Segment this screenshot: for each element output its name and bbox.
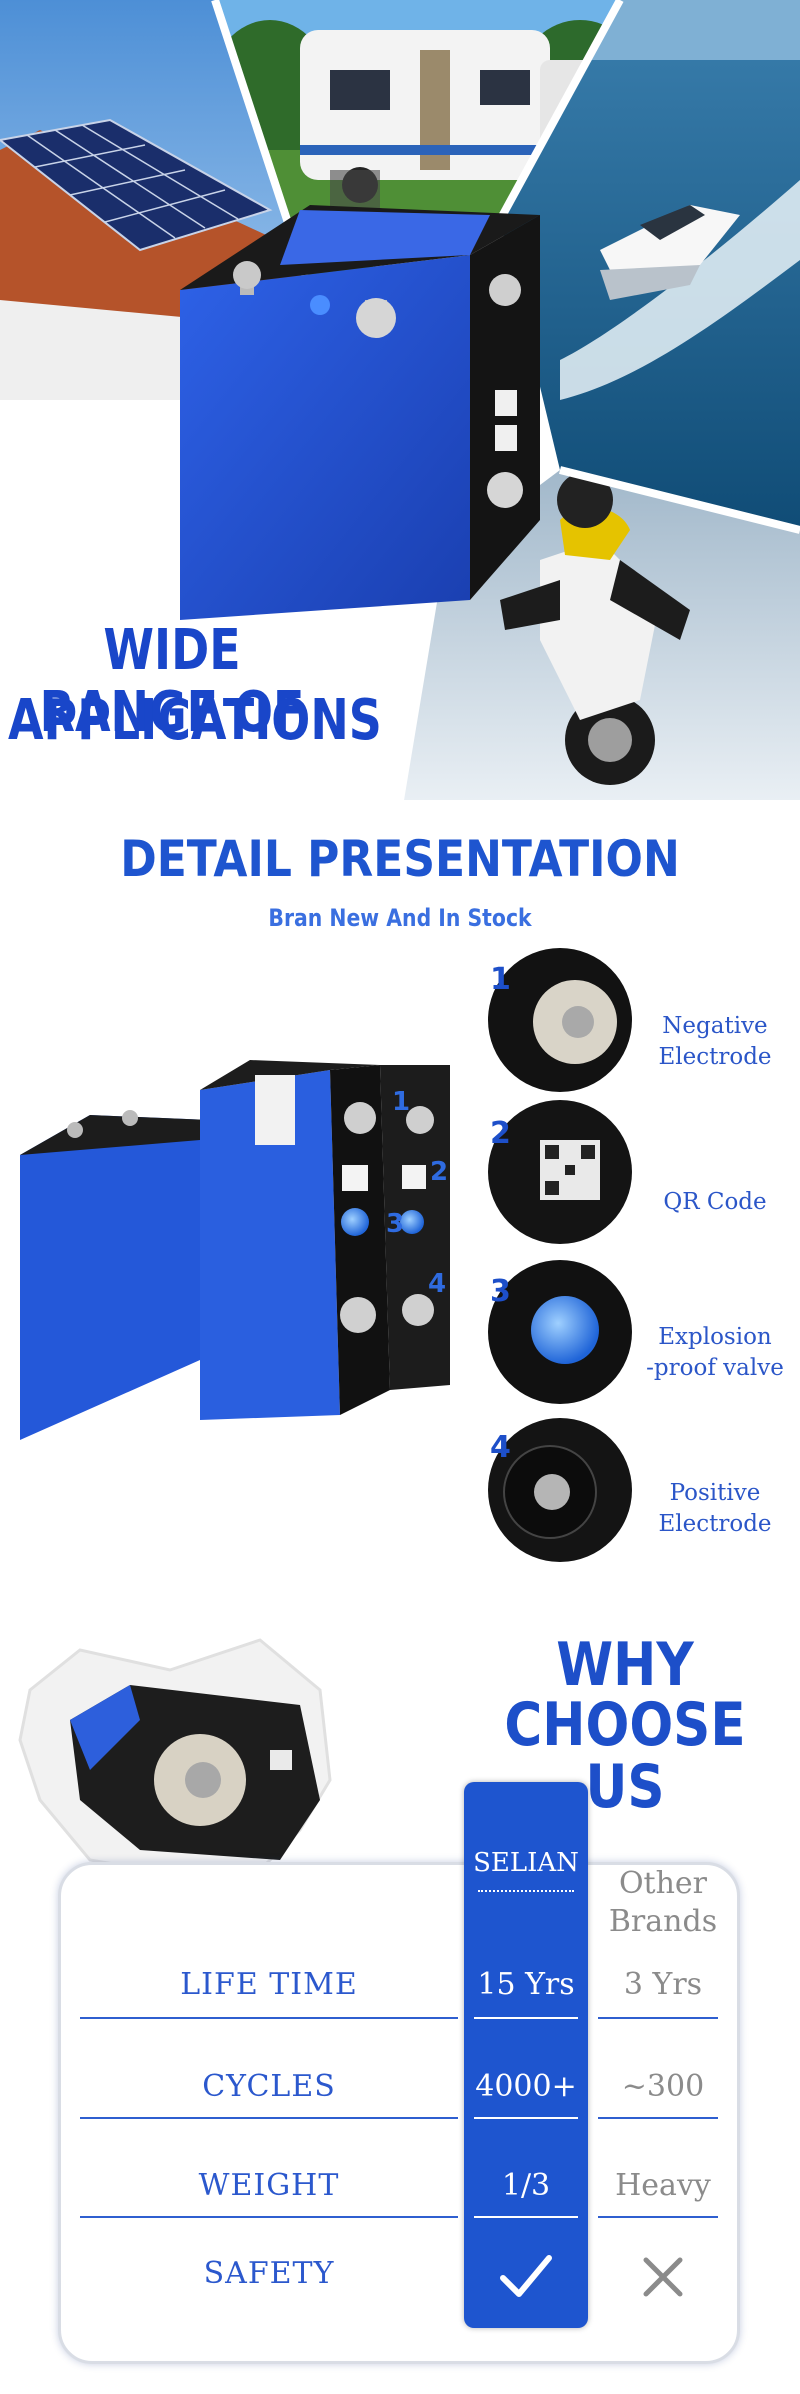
row-label-cycles: CYCLES [202,2069,336,2104]
feature-label-4: Positive Electrode [640,1478,790,1540]
row-divider [474,2117,578,2119]
detail-subtitle: Bran New And In Stock [268,904,532,932]
row-divider [474,2216,578,2218]
row-divider [598,2017,718,2019]
feature-label-4-line2: Electrode [658,1511,772,1537]
other-brands-header: Other Brands [598,1865,728,1941]
row-label-weight: WEIGHT [198,2168,340,2203]
detail-title: DETAIL PRESENTATION [120,830,680,888]
cell-marker-1: 1 [392,1087,410,1117]
why-title-line2: CHOOSE US [504,1690,746,1822]
other-brands-header-line1: Other [618,1866,708,1901]
battery-cells-group [20,1060,450,1440]
other-brands-header-line2: Brands [608,1904,718,1939]
feature-number-2: 2 [490,1116,511,1151]
positive-electrode-closeup [488,1418,632,1562]
cross-icon [643,2257,683,2297]
feature-number-1: 1 [490,962,511,997]
feature-label-2: QR Code [640,1187,790,1218]
other-value-weight: Heavy [615,2168,711,2203]
feature-number-4: 4 [490,1430,511,1465]
feature-label-4-line1: Positive [669,1480,761,1506]
selian-column [464,1782,588,2328]
comparison-table-frame [58,1862,740,2364]
check-icon [500,2255,552,2297]
row-divider [80,2117,458,2119]
other-value-lifetime: 3 Yrs [623,1967,703,2002]
feature-label-3-line1: Explosion [658,1324,772,1350]
feature-label-1-line2: Electrode [658,1044,772,1070]
torn-paper-closeup [18,1638,332,1882]
applications-title-line1: WIDE RANGE OF [39,618,305,745]
feature-label-2-line1: QR Code [663,1189,767,1215]
applications-collage [0,0,800,800]
feature-label-1: Negative Electrode [640,1011,790,1073]
explosion-valve-closeup [488,1260,632,1404]
feature-label-1-line1: Negative [662,1013,768,1039]
selian-header-divider [478,1890,574,1892]
selian-value-cycles: 4000+ [475,2069,577,2104]
cell-marker-3: 3 [386,1209,404,1239]
row-label-lifetime: LIFE TIME [180,1967,358,2002]
row-divider [598,2117,718,2119]
feature-label-3: Explosion -proof valve [640,1322,790,1384]
qr-code-closeup [488,1100,632,1244]
cell-marker-2: 2 [430,1157,448,1187]
feature-label-3-line2: -proof valve [646,1355,784,1381]
applications-title-line2: APPLICATIONS [8,688,382,753]
other-value-cycles: ~300 [621,2069,705,2104]
selian-value-lifetime: 15 Yrs [477,1967,575,2002]
row-divider [80,2216,458,2218]
cell-marker-4: 4 [428,1269,446,1299]
row-label-safety: SAFETY [203,2256,335,2291]
feature-number-3: 3 [490,1274,511,1309]
row-divider [80,2017,458,2019]
selian-value-weight: 1/3 [501,2168,551,2203]
row-divider [598,2216,718,2218]
battery-cell-hero [180,205,540,620]
why-title-line1: WHY [556,1630,694,1700]
selian-header: SELIAN [473,1848,579,1878]
negative-electrode-closeup [488,948,632,1092]
detail-illustration: 1 2 3 4 [20,948,632,1562]
row-divider [474,2017,578,2019]
applications-section: WIDE RANGE OF APPLICATIONS [0,0,800,800]
